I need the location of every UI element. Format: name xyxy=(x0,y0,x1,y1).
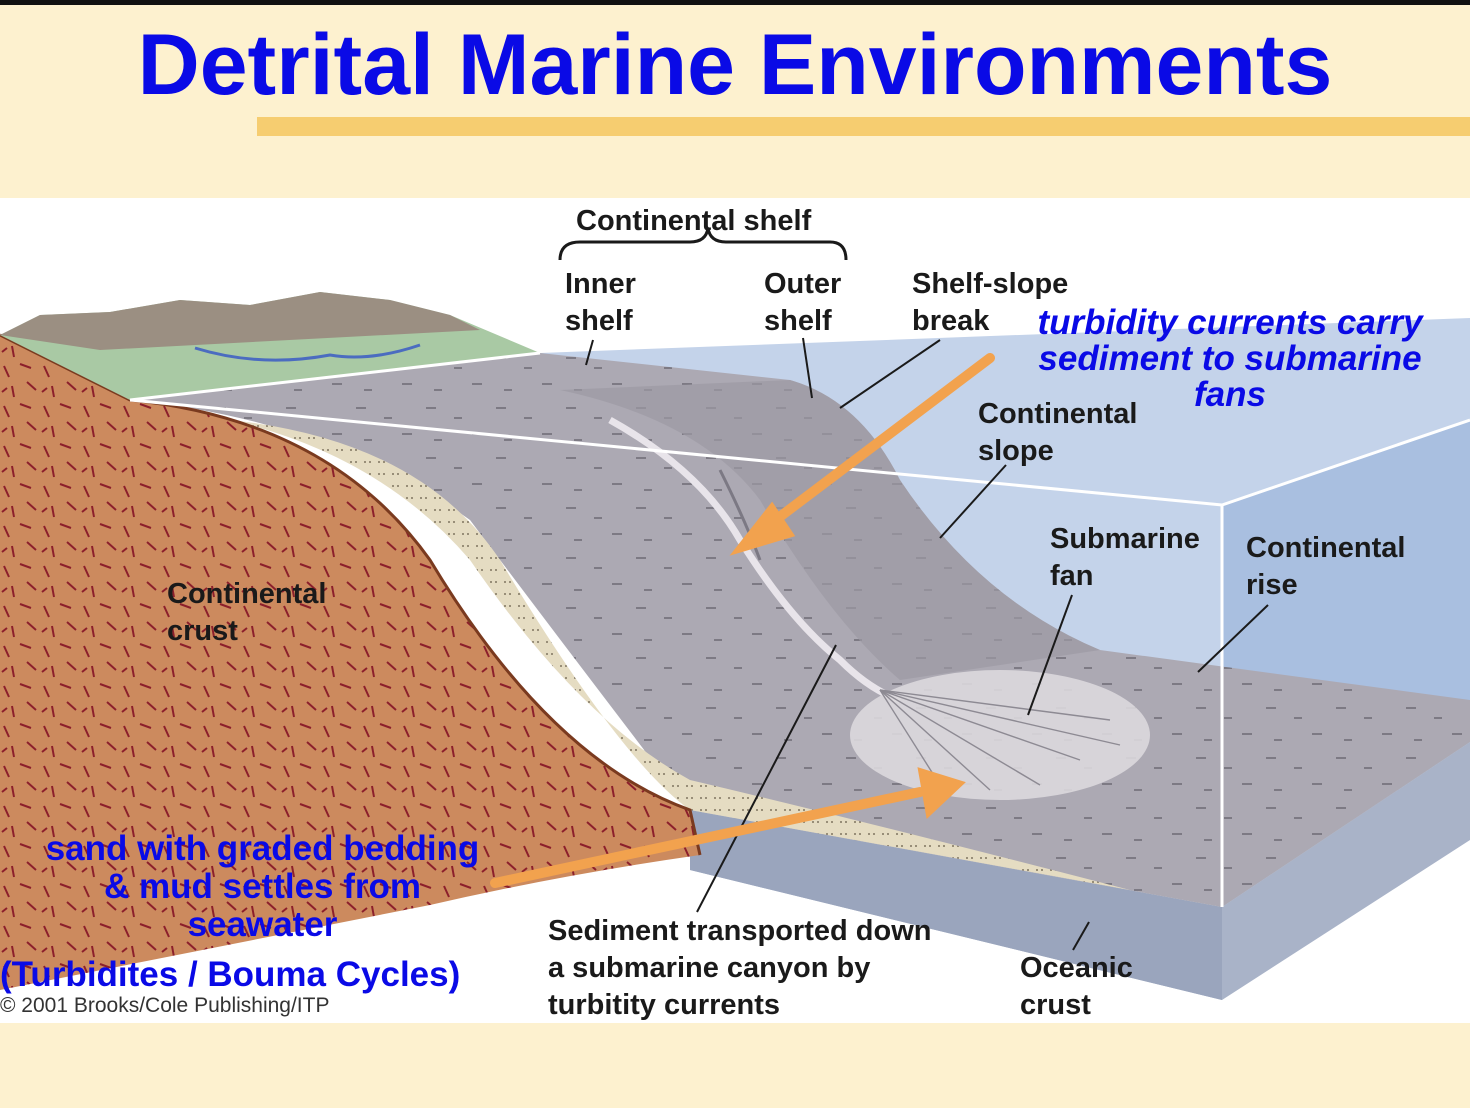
annotation-turbidity-currents: turbidity currents carry sediment to sub… xyxy=(1037,303,1423,414)
label-inner-shelf: Inner shelf xyxy=(565,268,636,337)
diagram-illustration xyxy=(0,227,1470,1000)
label-sediment-transport: Sediment transported down a submarine ca… xyxy=(548,915,932,1021)
title-underline-bar xyxy=(257,117,1470,136)
annotation-turbidites: (Turbidites / Bouma Cycles) xyxy=(0,955,461,994)
block-diagram xyxy=(0,198,1470,1023)
label-continental-shelf: Continental shelf xyxy=(576,205,812,237)
label-continental-slope: Continental slope xyxy=(978,398,1138,467)
annotation-sand-graded-bedding: sand with graded bedding & mud settles f… xyxy=(45,829,480,944)
label-continental-crust: Continental crust xyxy=(167,578,327,647)
label-shelf-slope-break: Shelf-slope break xyxy=(912,268,1069,337)
label-submarine-fan: Submarine fan xyxy=(1050,523,1200,592)
top-border xyxy=(0,0,1470,5)
label-continental-rise: Continental rise xyxy=(1246,532,1406,601)
slide-title: Detrital Marine Environments xyxy=(137,17,1333,113)
copyright-notice: © 2001 Brooks/Cole Publishing/ITP xyxy=(0,994,330,1017)
label-outer-shelf: Outer shelf xyxy=(764,268,842,337)
label-oceanic-crust: Oceanic crust xyxy=(1020,952,1133,1021)
